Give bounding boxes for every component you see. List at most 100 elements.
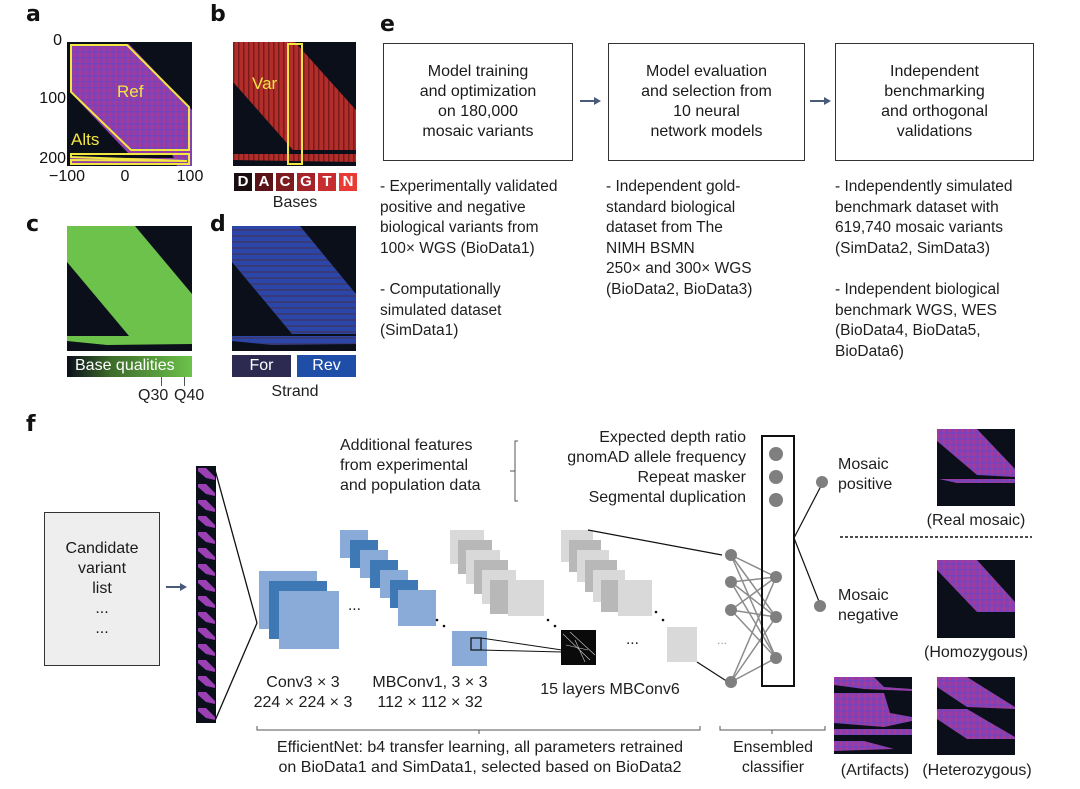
mlp-node [770,611,782,623]
mbconv6-to-classifier-line [696,661,729,683]
mlp-node [770,652,782,664]
mlp-edge [730,554,777,578]
mlp-edge [730,554,777,618]
feature-gnomad-af: gnomAD allele frequency [567,449,746,466]
ellipsis-mlp: ... [717,633,728,647]
real-mosaic-caption: (Real mosaic) [926,512,1026,529]
panel-c-letter: c [26,212,40,237]
step-evaluation-box: Model evaluation and selection from 10 n… [608,43,805,161]
mosaic-positive-label: Mosaic positive [838,456,893,493]
additional-features-label: Additional features from experimental an… [340,437,481,494]
efficientnet-caption: EfficientNet: b4 transfer learning, all … [276,739,684,776]
feature-map-image [561,630,596,665]
candidate-line-1: Candidate [65,540,139,557]
features-bracket [510,440,518,502]
base-g: G [296,172,316,192]
image-strip-thumbnail [198,660,215,672]
candidate-line-2: variant [77,560,127,577]
mlp-node [770,571,782,583]
heterozygous-caption: (Heterozygous) [922,762,1032,779]
panel-a-xtick-neg100: −100 [48,168,86,185]
mlp-edge [730,576,777,583]
mlp-node [725,604,737,616]
strand-rev-swatch [297,355,356,377]
candidate-line-4: ... [95,600,109,617]
image-strip-thumbnail [198,692,215,704]
mlp-edge [730,576,777,611]
funnel-line-bottom [213,622,258,724]
q30-tickmark [161,377,162,386]
image-strip-thumbnail [198,708,215,720]
strand-legend-title: Strand [271,383,319,400]
base-n: N [338,172,358,192]
var-label: Var [252,74,278,93]
strand-for-label: For [249,357,274,374]
homozygous-caption: (Homozygous) [923,644,1029,661]
panel-c-pileup-image [67,226,192,351]
image-strip-thumbnail [198,468,215,480]
feature-input-node [769,493,783,507]
mbconv1-dims: 112 × 112 × 32 [377,694,483,711]
image-strip-thumbnail [198,532,215,544]
arrow-candidate-to-images [166,583,187,591]
training-bullet-biodata1: - Experimentally validated positive and … [380,178,558,257]
q30-label: Q30 [138,387,169,404]
image-strip-thumbnail [198,484,215,496]
image-strip-thumbnail [198,500,215,512]
q40-tickmark [184,377,185,386]
feature-segmental-duplication: Segmental duplication [588,489,746,506]
image-strip-thumbnail [198,516,215,528]
ellipsis-conv: ... [348,597,361,614]
arrow-evaluation-to-benchmarking [810,97,831,105]
image-strip-background [196,466,216,723]
homozygous-example-image [937,560,1015,638]
output-node-positive [816,476,828,488]
base-c: C [275,172,295,192]
mlp-edge [730,581,777,659]
mlp-edge [730,657,777,683]
image-strip-thumbnail [198,628,215,640]
mlp-node [725,676,737,688]
mosaic-negative-label: Mosaic negative [838,587,899,624]
mlp-node [725,576,737,588]
candidate-variant-list-box: Candidate variant list ... ... [44,512,160,666]
training-bullet-simdata1: - Computationally simulated dataset (Sim… [380,281,502,339]
image-strip-thumbnail [198,580,215,592]
pileup-image-stack [196,466,216,723]
panel-f-letter: f [26,412,36,437]
panel-b-letter: b [210,2,226,27]
panel-a-ytick-0: 0 [53,32,62,49]
panel-a-pileup-image [67,42,192,166]
alts-label: Alts [71,130,100,149]
mlp-edge [730,616,777,683]
efficientnet-bracket [256,726,701,734]
base-a: A [254,172,274,192]
panel-a-letter: a [26,2,41,27]
ref-label: Ref [117,82,144,101]
panel-d-pileup-image [232,226,356,351]
base-t: T [317,172,337,192]
feature-input-node [769,470,783,484]
base-quality-colorbar-label: Base qualities [75,357,175,374]
mlp-edge [730,609,777,618]
image-strip-thumbnail [198,676,215,688]
base-d: D [233,172,253,192]
benchmarking-bullet-simdata: - Independently simulated benchmark data… [835,178,1013,257]
artifacts-caption: (Artifacts) [840,762,910,779]
ref-region-outline [70,44,190,151]
mbconv1-label: MBConv1, 3 × 3 [372,674,488,691]
panel-a-xtick-100: 100 [176,168,204,185]
artifacts-example-image [834,677,912,754]
candidate-line-5: ... [95,620,109,637]
bases-legend-title: Bases [272,194,318,211]
panel-a-ytick-200: 200 [39,150,66,167]
var-column-outline [287,43,303,165]
image-strip-thumbnail [198,548,215,560]
heterozygous-example-image [937,677,1015,755]
arrow-training-to-evaluation [580,97,601,105]
panel-b-pileup-image [233,42,356,166]
mlp-node [725,549,737,561]
q40-label: Q40 [174,387,205,404]
